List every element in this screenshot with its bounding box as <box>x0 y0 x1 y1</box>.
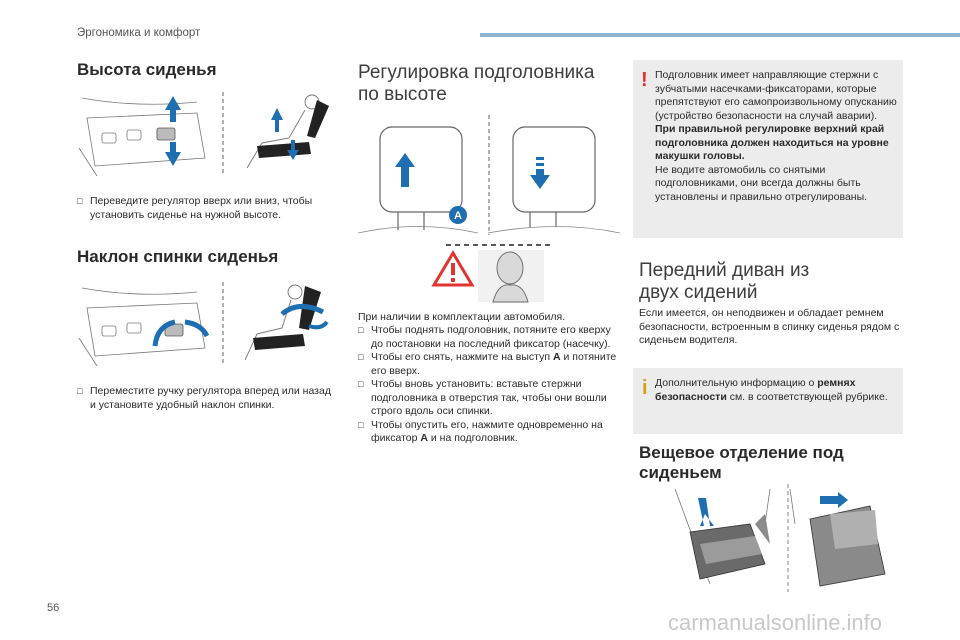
seat-lever <box>156 127 176 141</box>
arrow-down-icon <box>165 142 181 166</box>
arrow-up-icon <box>395 153 415 187</box>
warning-box: ! Подголовник имеет направляющие стержни… <box>633 60 903 238</box>
seat-height-instruction: Переведите регулятор вверх или вниз, что… <box>77 195 339 222</box>
info-text: Дополнительную информацию о ремнях безоп… <box>655 377 888 403</box>
marker-a-label: A <box>454 210 462 222</box>
storage-title: Вещевое отделение под сиденьем <box>639 443 844 483</box>
person-head-icon <box>492 251 529 303</box>
headrest-left <box>379 126 463 213</box>
arrow-down-icon <box>698 498 714 526</box>
headrest-lower-item: □Чтобы опустить его, нажмите одновременн… <box>358 418 603 445</box>
storage-title-line1: Вещевое отделение под <box>639 443 844 462</box>
seat-height-figure <box>78 92 329 177</box>
bench-description: Если имеется, он неподвижен и обладает р… <box>639 307 900 346</box>
curved-arrow-icon <box>152 319 176 347</box>
backrest-title: Наклон спинки сиденья <box>77 247 279 266</box>
warning-text: Подголовник имеет направляющие стержни с… <box>655 69 897 203</box>
header-accent-bar <box>480 33 960 37</box>
bench-title: Передний диван из двух сидений <box>639 260 809 304</box>
headrest-title-line1: Регулировка подголовника <box>358 62 595 83</box>
headrest-title: Регулировка подголовника по высоте <box>358 62 594 106</box>
headrest-raise-item: □Чтобы поднять подголовник, потяните его… <box>358 324 611 350</box>
headrest-right <box>512 126 596 213</box>
headrest-figure: A <box>358 115 620 303</box>
seated-person-icon <box>246 94 320 169</box>
bench-title-line2: двух сидений <box>639 282 758 303</box>
backrest-instruction: Переместите ручку регулятора вперед или … <box>77 385 339 412</box>
arrow-up-icon <box>165 96 181 122</box>
watermark: carmanualsonline.info <box>668 610 883 635</box>
headrest-instructions: □Чтобы поднять подголовник, потяните его… <box>358 324 620 446</box>
bench-title-line1: Передний диван из <box>639 260 810 281</box>
warning-icon: ! <box>641 69 648 91</box>
seat-height-title: Высота сиденья <box>77 60 217 79</box>
backrest-figure <box>78 282 329 367</box>
headrest-availability: При наличии в комплектации автомобиля. <box>358 311 566 323</box>
headrest-remove-item: □Чтобы его снять, нажмите на выступ A и … <box>358 351 617 377</box>
info-icon: i <box>642 377 648 399</box>
storage-figure <box>674 484 886 592</box>
headrest-refit-item: □Чтобы вновь установить: вставьте стержн… <box>358 378 607 417</box>
arrow-down-icon <box>530 157 550 189</box>
marker-a-badge <box>449 206 467 224</box>
info-box: i Дополнительную информацию о ремнях без… <box>633 368 903 434</box>
warning-triangle-icon <box>431 250 475 287</box>
headrest-title-line2: по высоте <box>358 84 447 105</box>
storage-title-line2: сиденьем <box>639 463 722 482</box>
section-header: Эргономика и комфорт <box>77 27 201 39</box>
page-number: 56 <box>47 602 60 614</box>
